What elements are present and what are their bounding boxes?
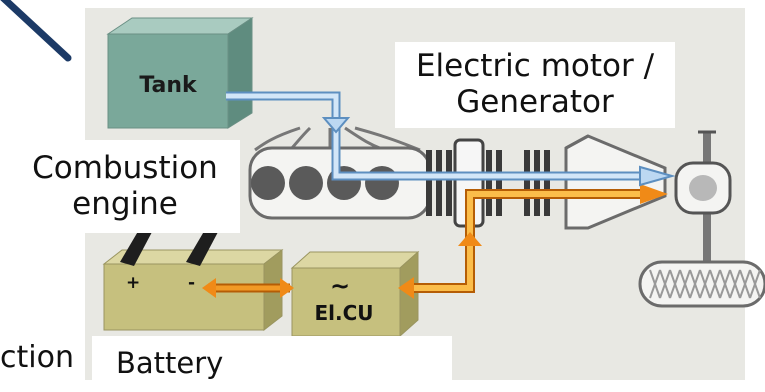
battery-label-text: Battery [116, 346, 224, 381]
tank-label: Tank [139, 73, 198, 98]
cropped-left-text: ction [0, 340, 74, 375]
fuel-flow-arrows [226, 91, 676, 187]
corner-accent-line [0, 0, 72, 62]
battery-terminal-icon [186, 228, 218, 266]
cylinder-icon [289, 166, 323, 200]
battery-terminal-icon [120, 228, 152, 266]
cylinder-icon [251, 166, 285, 200]
battery-plus-sign: + [126, 273, 140, 293]
combustion-engine-block [248, 126, 432, 220]
tyre-icon [638, 260, 765, 308]
battery-minus-sign: - [188, 273, 195, 293]
tank-box: Tank [106, 17, 254, 129]
electric-motor-generator-label: Electric motor / Generator [395, 42, 675, 128]
clutch-assembly-icon [426, 138, 550, 228]
wheel-axle-icon [674, 130, 732, 266]
battery-box: + - [102, 228, 284, 332]
motor-label-line-2: Generator [456, 84, 614, 120]
battery-label: Battery [92, 336, 452, 392]
combustion-label-line-2: engine [72, 185, 178, 222]
motor-label-line-1: Electric motor / [415, 48, 655, 85]
control-unit-wave-symbol: ~ [330, 272, 350, 300]
control-unit-label: El.CU [314, 301, 373, 325]
combustion-engine-label: Combustion engine [10, 140, 240, 233]
combustion-label-line-1: Combustion [32, 149, 218, 186]
control-unit-box: ~ El.CU [290, 250, 420, 338]
electric-power-flow-arrows [202, 184, 668, 299]
cylinder-icon [365, 166, 399, 200]
